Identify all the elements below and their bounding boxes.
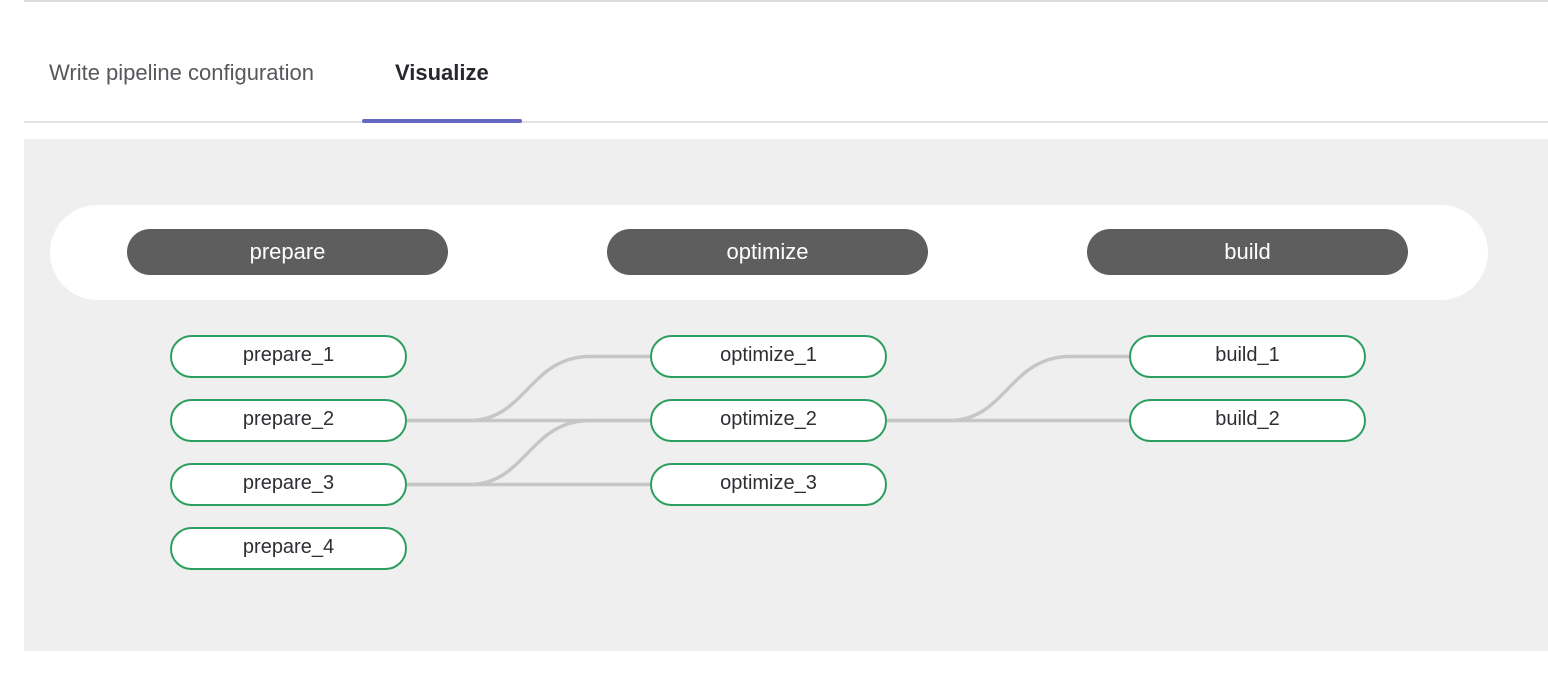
tab-write-pipeline-configuration[interactable]: Write pipeline configuration (49, 60, 314, 85)
active-tab-underline (361, 119, 522, 123)
job-pill-prepare_1[interactable]: prepare_1 (170, 335, 407, 378)
job-pill-optimize_3[interactable]: optimize_3 (650, 463, 887, 506)
editor-tabs: Write pipeline configuration Visualize (24, 2, 1548, 123)
link-prepare_3-optimize_2 (407, 418, 650, 487)
stage-pill-optimize: optimize (607, 229, 928, 275)
job-pill-prepare_4[interactable]: prepare_4 (170, 527, 407, 570)
job-pill-optimize_1[interactable]: optimize_1 (650, 335, 887, 378)
job-pill-prepare_3[interactable]: prepare_3 (170, 463, 407, 506)
pipeline-links (407, 354, 1129, 487)
tab-visualize-label: Visualize (394, 60, 489, 85)
stage-pill-prepare: prepare (127, 229, 448, 275)
stage-pill-build: build (1087, 229, 1408, 275)
job-pill-build_2[interactable]: build_2 (1129, 399, 1366, 442)
job-pill-build_1[interactable]: build_1 (1129, 335, 1366, 378)
link-optimize_2-build_1 (887, 354, 1129, 423)
pipeline-editor-page: Write pipeline configuration Visualize p… (24, 0, 1548, 651)
link-prepare_2-optimize_1 (407, 354, 650, 423)
job-pill-optimize_2[interactable]: optimize_2 (650, 399, 887, 442)
tab-visualize[interactable]: Visualize (361, 58, 522, 123)
job-pill-prepare_2[interactable]: prepare_2 (170, 399, 407, 442)
